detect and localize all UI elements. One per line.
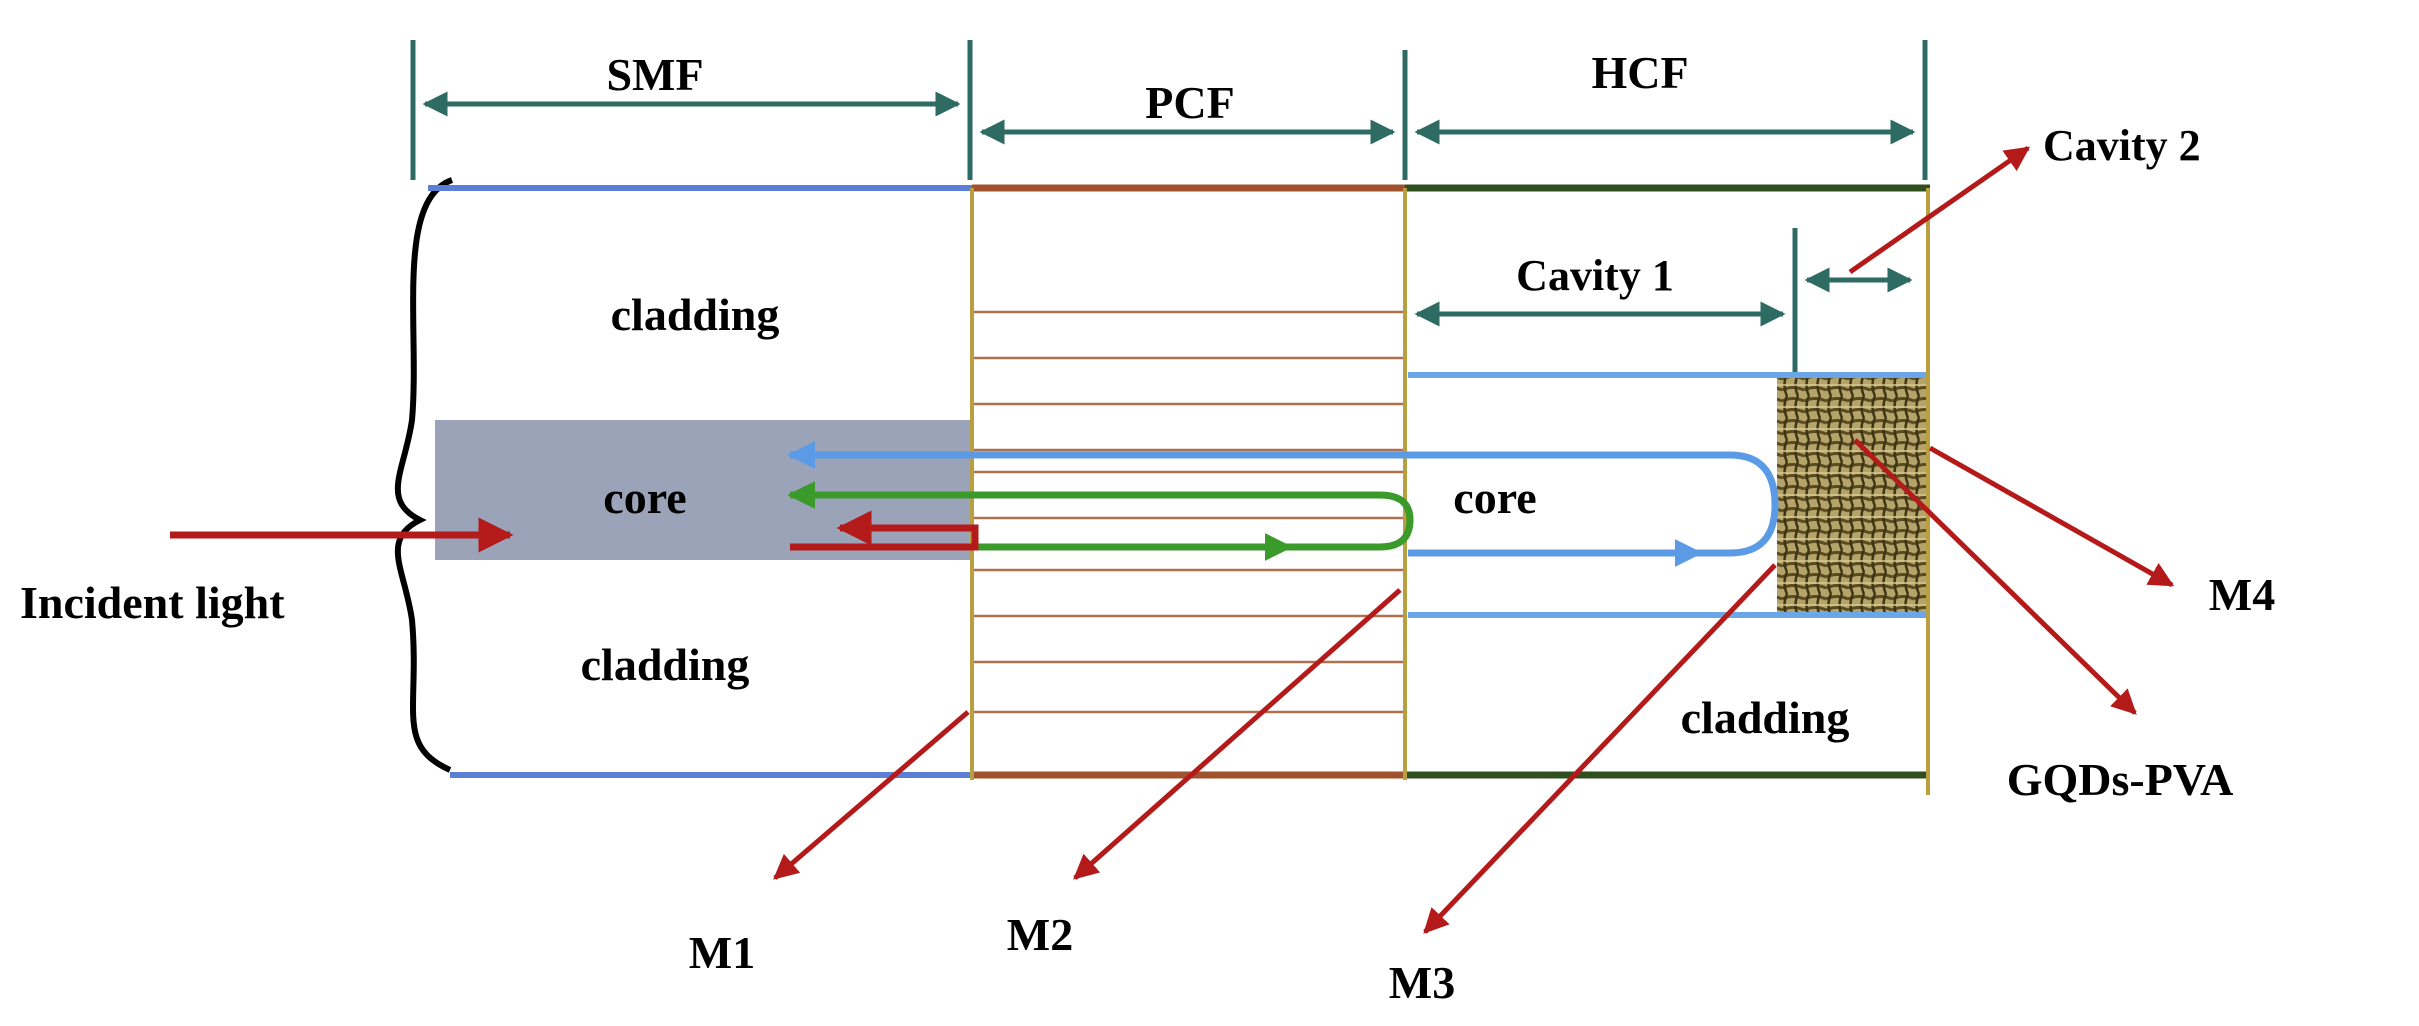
m4-label: M4 <box>2209 569 2275 620</box>
hcf-section <box>1405 184 1930 779</box>
cavity1-label: Cavity 1 <box>1516 251 1674 300</box>
smf-core <box>435 420 972 560</box>
red-reflection-path <box>790 510 979 551</box>
smf-cladding-bottom-label: cladding <box>581 639 750 690</box>
m1-pointer-arrow <box>773 710 970 880</box>
green-light-path <box>787 481 1414 551</box>
dimension-ticks <box>410 40 1928 375</box>
incident-light-label: Incident light <box>20 577 285 628</box>
hcf-core-label: core <box>1453 472 1536 523</box>
cavity2-label: Cavity 2 <box>2043 121 2201 170</box>
blue-light-path <box>787 441 1779 557</box>
m2-label: M2 <box>1007 909 1073 960</box>
hcf-cladding-label: cladding <box>1681 692 1850 743</box>
fiber-cross-section-bracket <box>394 177 454 773</box>
gqds-pva-label: GQDs-PVA <box>2007 754 2234 805</box>
hcf-label: HCF <box>1591 47 1688 98</box>
m2-pointer-arrow <box>1073 588 1402 880</box>
smf-label: SMF <box>606 49 703 100</box>
m3-pointer-arrow <box>1423 563 1777 934</box>
pcf-label: PCF <box>1145 77 1234 128</box>
smf-cladding-top-label: cladding <box>611 289 780 340</box>
m4-pointer-arrow <box>1928 445 2175 588</box>
gqds-pva-pointer-arrow <box>1853 438 2137 715</box>
m3-label: M3 <box>1389 957 1455 1008</box>
m1-label: M1 <box>689 927 755 978</box>
section-dividers <box>970 188 1930 795</box>
smf-section <box>428 185 975 778</box>
pcf-section <box>972 184 1405 779</box>
gqds-pva-film <box>1777 378 1927 612</box>
pcf-air-hole-lines <box>972 310 1405 714</box>
cavity2-pointer-arrow <box>1848 145 2031 275</box>
smf-core-label: core <box>603 472 686 523</box>
